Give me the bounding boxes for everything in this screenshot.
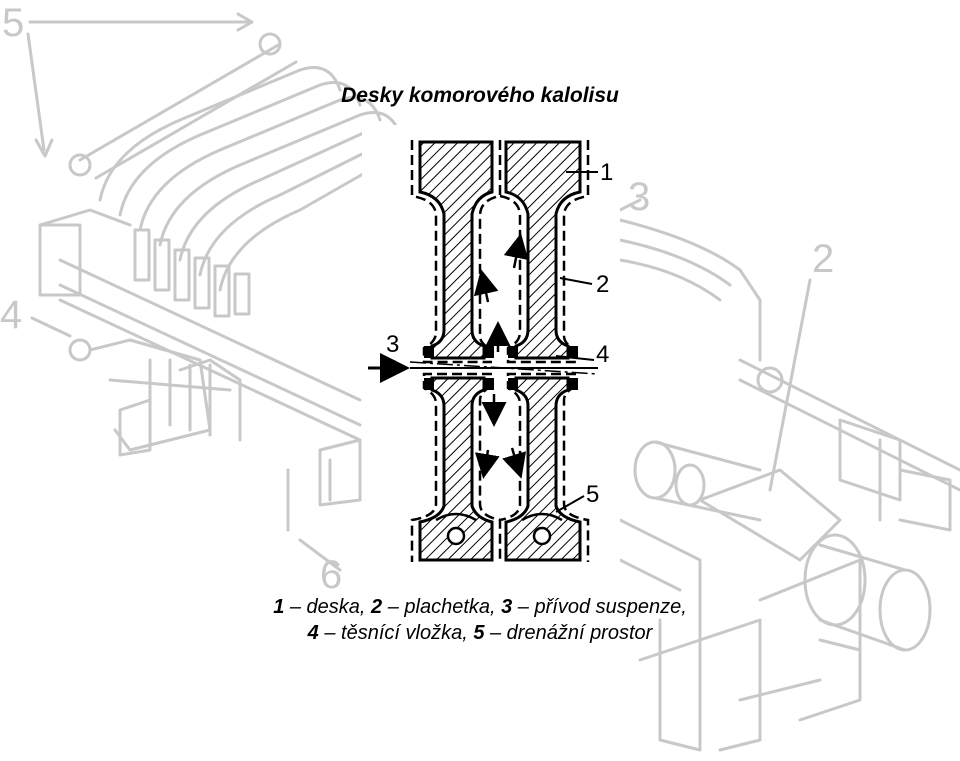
- caption-num-5: 5: [473, 622, 485, 644]
- caption-line-2: 4 – těsnící vložka, 5 – drenážní prostor: [200, 620, 760, 646]
- caption-num-4: 4: [307, 622, 319, 644]
- caption-text-3: – přívod suspenze,: [512, 596, 687, 618]
- caption-num-1: 1: [273, 596, 285, 618]
- caption-num-2: 2: [371, 596, 383, 618]
- caption-text-5: – drenážní prostor: [484, 622, 653, 644]
- plate-right-lower: [499, 372, 590, 562]
- inset-label-3: 3: [386, 331, 399, 358]
- bg-label-6: 6: [320, 553, 342, 597]
- bg-label-2: 2: [812, 237, 834, 281]
- leader-lines: [381, 171, 598, 513]
- caption-num-3: 3: [501, 596, 513, 618]
- inset-label-5: 5: [586, 481, 599, 508]
- gasket-blocks: [424, 346, 578, 390]
- diagram-caption: 1 – deska, 2 – plachetka, 3 – přívod sus…: [200, 594, 760, 646]
- caption-line-1: 1 – deska, 2 – plachetka, 3 – přívod sus…: [200, 594, 760, 620]
- inset-label-4: 4: [596, 341, 609, 368]
- bg-label-3: 3: [628, 175, 650, 219]
- bg-label-4: 4: [0, 293, 22, 337]
- inset-label-1: 1: [600, 159, 613, 186]
- feed-channel-axis: [409, 361, 599, 375]
- caption-text-2: – plachetka,: [382, 596, 502, 618]
- diagram-title: Desky komorového kalolisu: [341, 84, 619, 107]
- plate-left-lower: [410, 372, 502, 562]
- caption-text-1: – deska,: [284, 596, 372, 618]
- flow-arrows: [473, 233, 529, 479]
- bg-label-5: 5: [2, 1, 24, 45]
- caption-text-4: – těsnící vložka,: [318, 622, 474, 644]
- inset-label-2: 2: [596, 271, 609, 298]
